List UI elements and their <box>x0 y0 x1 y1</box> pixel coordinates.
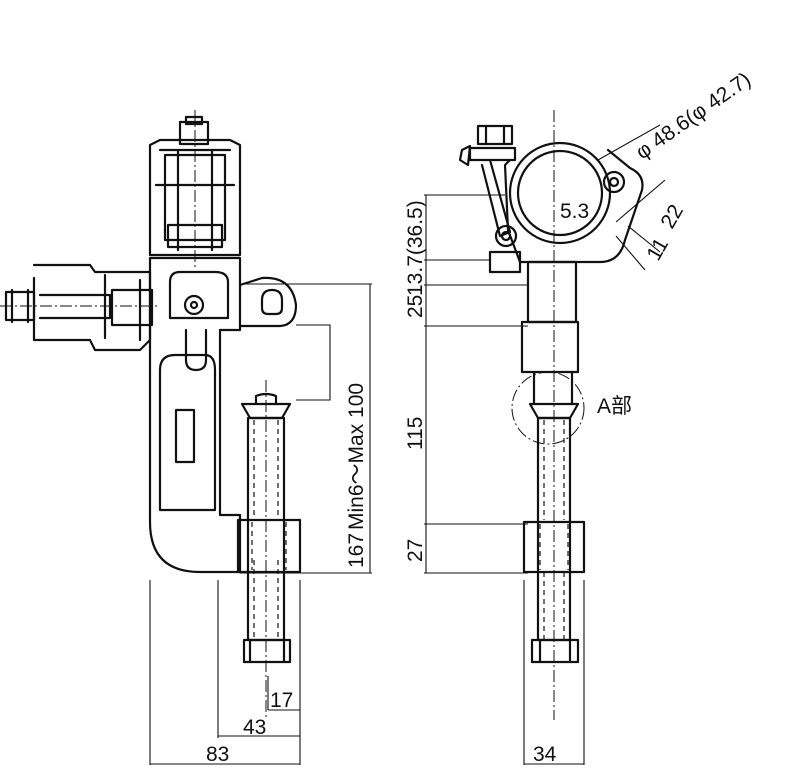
detail-a-label: A部 <box>597 395 632 418</box>
dim-nut-width: 17 <box>270 689 293 712</box>
side-view <box>0 110 331 720</box>
side-view-left-clamp <box>0 263 160 352</box>
side-view-main-body <box>148 256 298 574</box>
front-view <box>458 110 644 720</box>
dim-pipe-diameter: φ 48.6(φ 42.7) <box>632 68 755 164</box>
dim-arm-height: 25 <box>404 295 427 318</box>
dim-stroke-range: Min6～Max 100 <box>345 383 368 530</box>
side-view-spindle <box>236 380 302 720</box>
side-view-top-clamp <box>148 110 242 270</box>
dim-pivot-offset: 13.7(36.5) <box>404 200 427 296</box>
dim-clamp-width-b: 22 <box>656 201 688 233</box>
dim-body-length: 115 <box>404 417 427 450</box>
front-view-pipe-clamp <box>458 124 644 274</box>
dim-clamp-width-a: 11 <box>642 234 673 264</box>
dim-pivot-gap: 5.3 <box>560 200 589 223</box>
front-view-screw <box>520 110 586 720</box>
dim-pad-height: 27 <box>404 539 427 562</box>
dim-total-height: 167 <box>345 533 368 568</box>
dim-side-width: 83 <box>206 743 229 766</box>
dim-front-width: 34 <box>533 743 557 766</box>
dimension-lines <box>149 124 666 765</box>
detail-a-circle <box>511 371 585 445</box>
dim-stud-offset: 43 <box>243 716 266 739</box>
